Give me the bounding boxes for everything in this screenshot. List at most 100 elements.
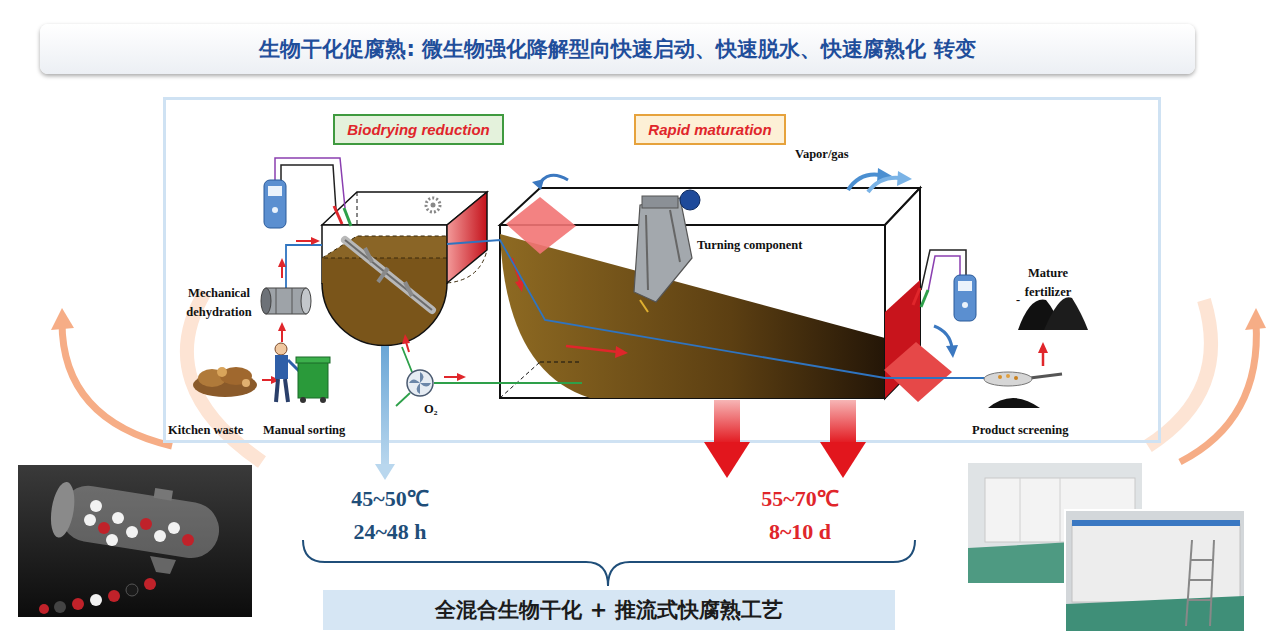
maturation-tank [566,346,618,352]
thermometer-right [913,250,976,358]
worker-figure [296,357,330,363]
biodrying-tank [322,192,487,346]
dehydration-machine [301,288,311,314]
maturation-tank [500,225,885,398]
panel-frame [165,99,1160,442]
biodrying-tank [322,258,447,346]
temperature-label-box: 45~50℃ [330,482,450,512]
gear-icon [426,198,440,212]
duration-label: 8~10 d [769,519,831,544]
duration-label-box: 8~10 d [735,519,865,545]
red-arrows [1038,342,1048,353]
drum-render [18,465,252,617]
drum-render [126,526,138,538]
dehydration-machine [266,288,306,314]
screening-pan [1030,374,1062,378]
process-lines [286,245,322,292]
dehydration-machine [261,288,271,314]
kitchen-waste-pile [193,367,257,397]
turning-machine [634,190,700,312]
drum-render [54,601,66,613]
turning-machine [680,190,700,210]
panel-frame [165,99,1160,442]
drum-render [18,465,252,617]
process-lines [447,240,985,378]
thermometer-right [946,345,958,358]
gas-label-box: O₂ [424,398,437,417]
maturation-tank [500,234,885,398]
drum-render [39,604,49,614]
turning-machine [642,196,678,208]
drum-render [90,594,102,606]
red-arrows [406,342,409,352]
drum-render [154,488,173,501]
down-arrow-blue [375,346,395,480]
plant-photos [1188,599,1211,601]
part-label-box: Vapor/gas [795,143,849,162]
fan-icon [407,370,433,396]
process-lines [402,347,412,372]
worker-figure [285,379,288,402]
plant-photos [1072,524,1240,602]
fan-icon [407,370,433,396]
drum-render [140,518,152,530]
drum-render [47,472,224,562]
drum-render [72,598,84,610]
temperature-label: 55~70℃ [761,486,838,511]
part-label-box: Kitchen waste [168,419,243,438]
turning-machine [670,210,680,262]
red-arrows [278,322,286,331]
drum-render [112,512,124,524]
biodrying-tank [345,240,432,310]
red-arrows [296,240,312,242]
process-lines [434,382,582,384]
biodrying-tank [447,192,487,283]
worker-figure [275,343,330,403]
thermometer-left [272,207,278,213]
drum-render [150,556,176,574]
part-label-box: Mature fertilizer [1008,262,1088,300]
part-label-box: Turning component [697,234,802,253]
plant-photos [1072,520,1240,526]
part-label: Mature fertilizer [1025,266,1071,299]
drum-render [98,522,110,534]
plant-photos [1189,579,1212,581]
drum-render [144,578,156,590]
gear-icon [431,203,436,208]
biodrying-tank [405,282,412,296]
plant-photos [1020,478,1021,542]
fan-icon [409,372,431,394]
down-arrows-red [704,442,750,478]
red-arrows [278,258,286,267]
part-label-box: Manual sorting [263,419,345,438]
note-mark: - [1016,293,1020,307]
thermometer-right [921,290,928,307]
thermometer-right [934,326,952,348]
label-box: Biodrying reduction [333,114,504,145]
thermometer-left [344,208,351,226]
process-lines [286,240,985,406]
process-lines [396,393,410,406]
red-arrows [281,266,283,278]
maturation-tank [532,179,544,190]
worker-figure [276,379,278,402]
drum-render [84,514,96,526]
dehydration-machine [276,288,277,314]
drum-render [182,534,194,546]
worker-figure [320,397,326,403]
part-label: Vapor/gas [795,147,849,161]
title-bar: 生物干化促腐熟: 微生物强化降解型向快速启动、快速脱水、快速腐熟化 转变 [40,24,1195,74]
down-arrow-blue [381,346,389,466]
thermometer-right [958,281,972,291]
thermometer-right [913,288,920,305]
screening-pan [988,398,1040,408]
down-arrow-blue [375,464,395,480]
drum-render [154,530,166,542]
cycle-arcs [51,308,74,330]
part-label: Product screening [972,423,1068,437]
red-arrows [281,330,283,342]
screening-pan [1006,374,1010,378]
drum-render [47,480,77,539]
turning-machine [640,300,648,312]
